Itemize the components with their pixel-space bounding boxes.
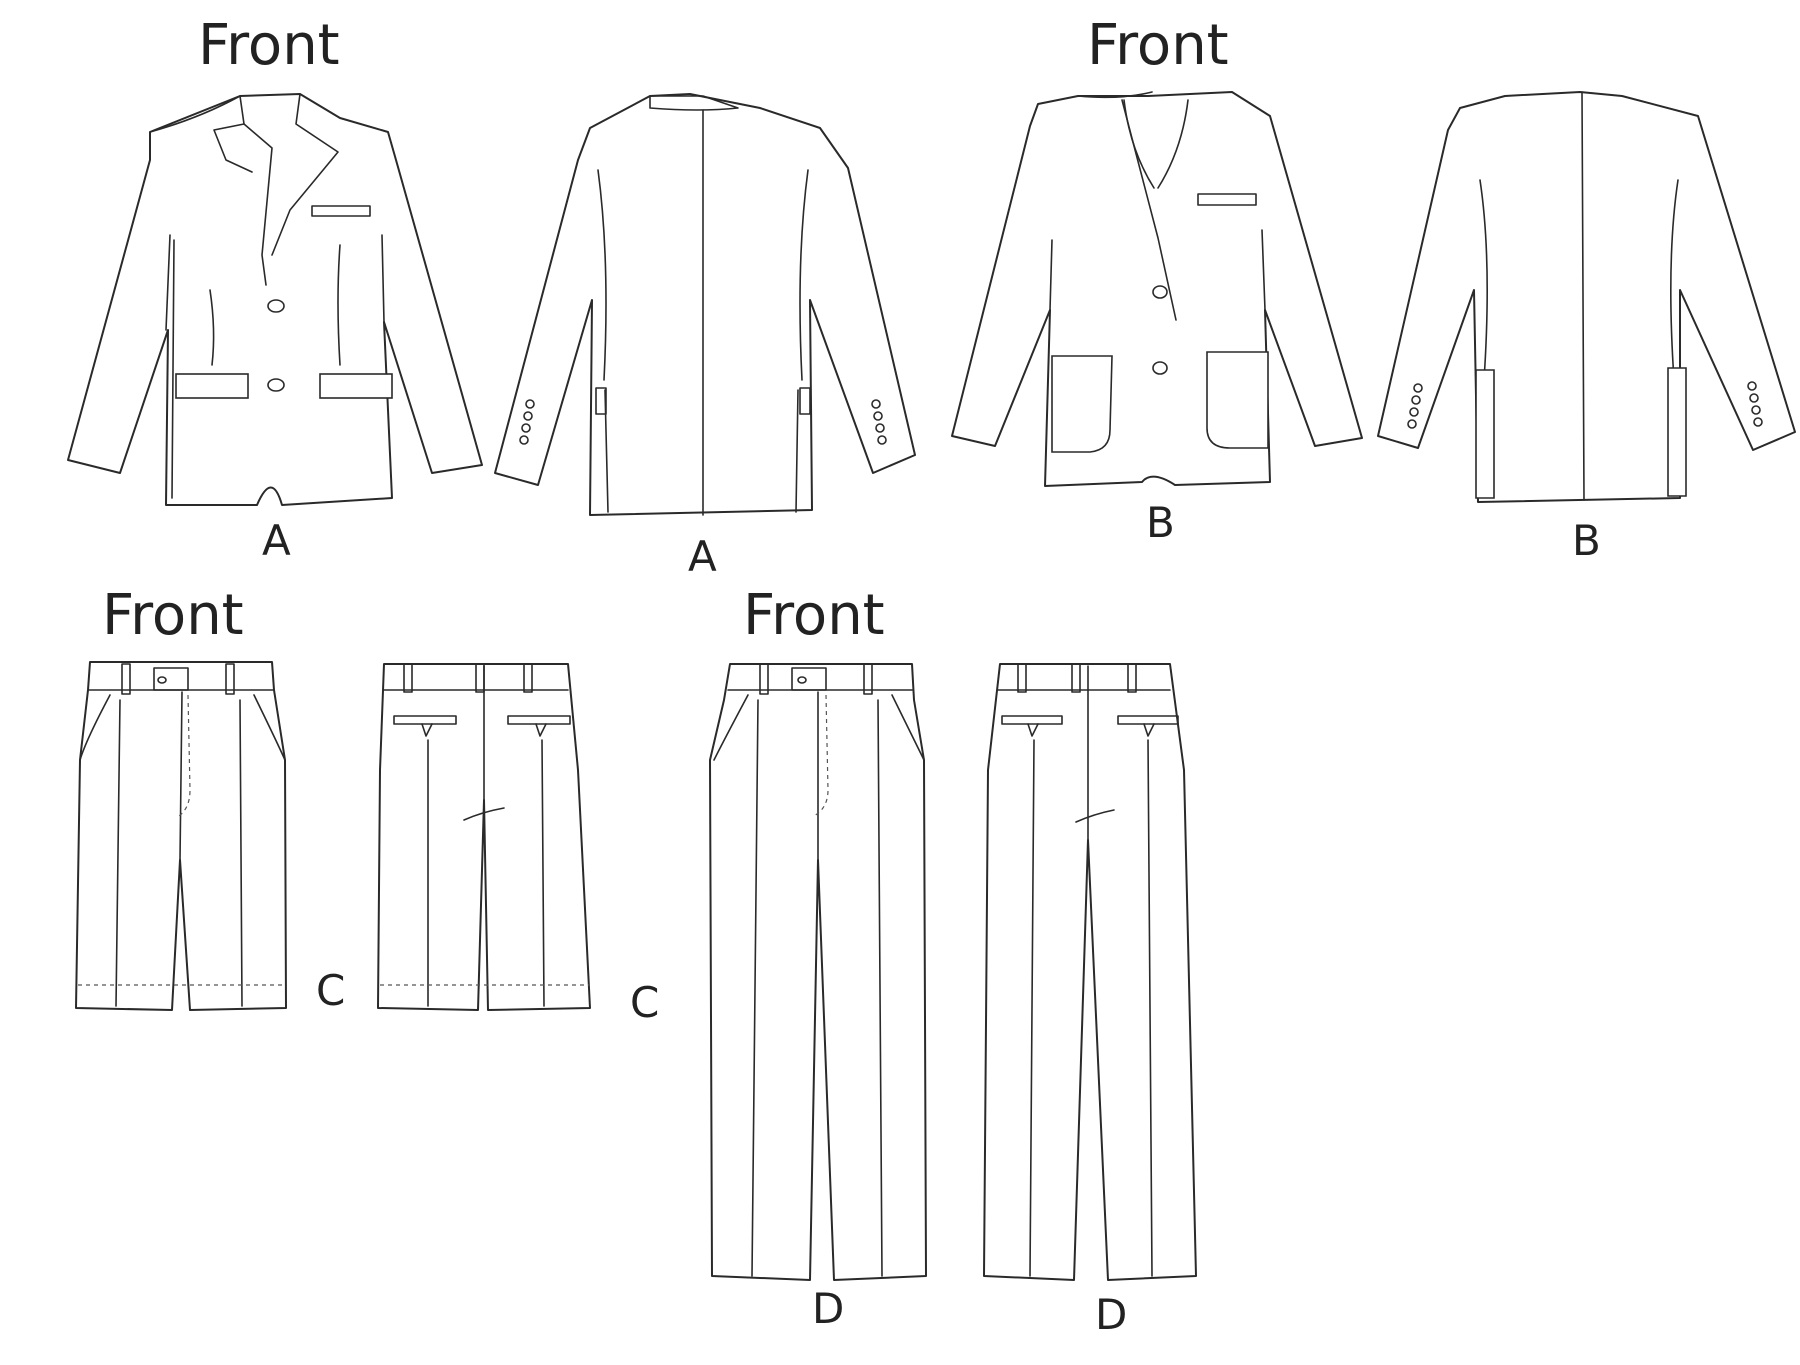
jacket-a-front: [67, 93, 483, 506]
jacket-a-back-body: [494, 93, 916, 516]
button-icon: [1152, 361, 1168, 375]
front-label-jacket-a: Front: [198, 13, 340, 78]
shorts-c-back-body: [377, 663, 591, 1011]
button-icon: [267, 378, 285, 392]
button-icon: [797, 676, 807, 684]
view-label-b-back: B: [1572, 516, 1601, 565]
button-icon: [157, 676, 167, 684]
sleeve-buttons-left-b: [1407, 383, 1423, 429]
sleeve-buttons-right: [871, 399, 887, 445]
button-icon: [267, 299, 285, 313]
jacket-a-back: [494, 93, 916, 516]
front-label-jacket-b: Front: [1087, 13, 1229, 78]
view-label-a-front: A: [262, 516, 291, 565]
jacket-b-back: [1377, 91, 1796, 503]
jacket-b-front: [951, 91, 1363, 487]
front-label-pants-d: Front: [743, 583, 885, 648]
sleeve-buttons-left: [519, 399, 535, 445]
button-icon: [1152, 285, 1168, 299]
pants-d-back: [983, 663, 1197, 1281]
view-label-c-back: C: [630, 978, 660, 1027]
shorts-c-back: [377, 663, 591, 1011]
front-label-shorts-c: Front: [102, 583, 244, 648]
jacket-b-back-body: [1377, 91, 1796, 503]
pants-d-back-body: [983, 663, 1197, 1281]
sleeve-buttons-right-b: [1747, 381, 1763, 427]
pants-d-front-body: [709, 663, 927, 1281]
view-label-a-back: A: [688, 532, 717, 581]
pants-d-front: [709, 663, 927, 1281]
view-label-b-front: B: [1146, 498, 1175, 547]
view-label-d-front: D: [812, 1284, 845, 1333]
view-label-c-front: C: [316, 966, 346, 1015]
shorts-c-front: [75, 661, 287, 1011]
view-label-d-back: D: [1095, 1290, 1128, 1339]
